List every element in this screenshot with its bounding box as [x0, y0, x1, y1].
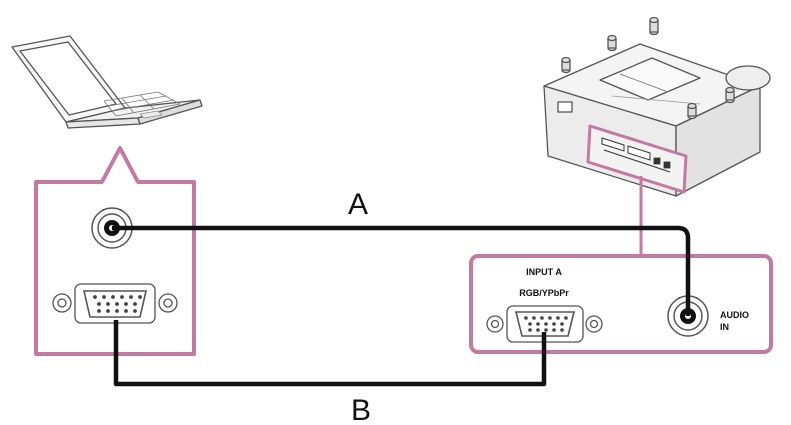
laptop-illustration	[12, 36, 202, 128]
audio-in-label-line2: IN	[720, 322, 729, 332]
rgb-ypbpr-label: RGB/YPbPr	[519, 288, 569, 298]
cable-b-label: B	[351, 394, 371, 425]
input-a-label: INPUT A	[526, 267, 562, 277]
audio-in-label: AUDIO	[720, 310, 749, 320]
cable-a-label: A	[348, 188, 368, 221]
